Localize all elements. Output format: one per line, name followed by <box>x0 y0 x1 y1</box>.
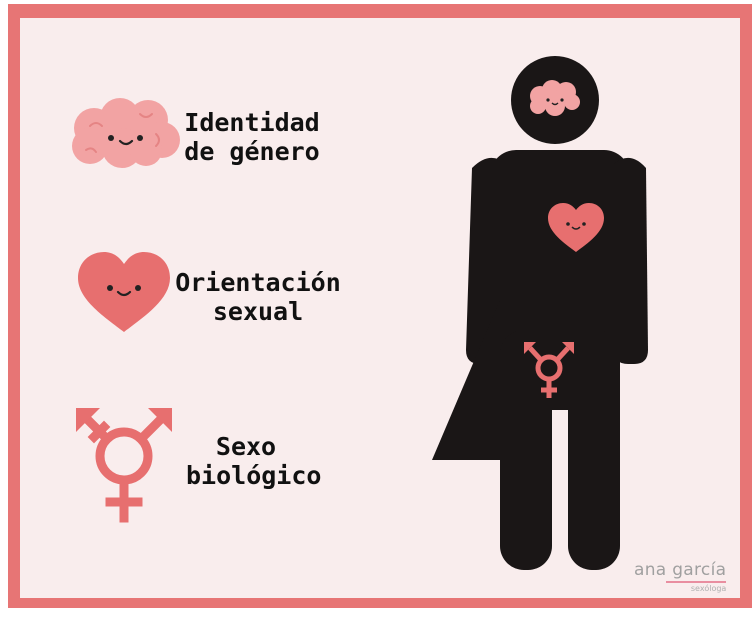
label-sex: Sexo biológico <box>186 432 322 490</box>
label-identity-line2: de género <box>184 137 320 166</box>
label-orientation-line1: Orientación <box>175 268 341 297</box>
label-identity-line1: Identidad <box>184 108 320 137</box>
label-orientation-line2: sexual <box>212 297 304 326</box>
label-identity: Identidad de género <box>182 108 322 166</box>
brain-icon <box>72 98 180 168</box>
label-orientation: Orientación sexual <box>172 268 344 326</box>
label-sex-line2: biológico <box>186 461 322 490</box>
signature-name: ana garcía <box>634 560 727 580</box>
figure-heart-icon <box>548 203 604 252</box>
author-signature: ana garcía sexóloga <box>634 560 727 594</box>
figure-brain-icon <box>530 80 580 116</box>
signature-underline <box>666 581 727 583</box>
label-sex-line1: Sexo <box>215 432 277 461</box>
transgender-symbol-icon <box>76 408 172 523</box>
heart-icon <box>78 252 170 332</box>
figure-transgender-icon <box>528 346 570 398</box>
signature-subtitle: sexóloga <box>690 584 727 593</box>
